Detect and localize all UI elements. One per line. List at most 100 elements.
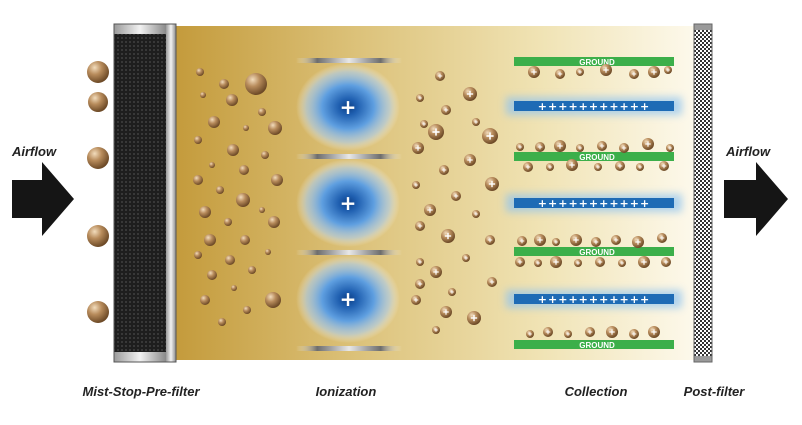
- particle-icon: [239, 165, 249, 175]
- particle-icon: [199, 206, 211, 218]
- charged-particle-icon: [615, 161, 625, 171]
- ground-plate: GROUND: [514, 247, 674, 257]
- charged-particle-icon: [463, 87, 477, 101]
- particle-icon: [224, 218, 232, 226]
- charged-particle-icon: [435, 71, 445, 81]
- charged-particle-icon: [629, 69, 639, 79]
- charged-particle-icon: [467, 311, 481, 325]
- charged-particle-icon: [515, 257, 525, 267]
- particle-icon: [258, 108, 266, 116]
- charged-particle-icon: [415, 279, 425, 289]
- charged-particle-icon: [485, 235, 495, 245]
- charged-particle-icon: [659, 161, 669, 171]
- charged-particle-icon: [629, 329, 639, 339]
- ionization-label: Ionization: [316, 384, 377, 399]
- charged-particle-icon: [439, 165, 449, 175]
- particle-icon: [245, 73, 267, 95]
- charged-particle-icon: [554, 140, 566, 152]
- particle-icon: [226, 94, 238, 106]
- charged-particle-icon: [462, 254, 470, 262]
- charged-particle-icon: [487, 277, 497, 287]
- collection-label: Collection: [565, 384, 628, 399]
- particle-icon: [271, 174, 283, 186]
- charged-particle-icon: [482, 128, 498, 144]
- particle-icon: [259, 207, 265, 213]
- particle-icon: [231, 285, 237, 291]
- particle-icon: [87, 61, 109, 83]
- postfilter-label: Post-filter: [684, 384, 746, 399]
- prefilter-label: Mist-Stop-Pre-filter: [83, 384, 201, 399]
- charged-particle-icon: [576, 68, 584, 76]
- charged-particle-icon: [619, 143, 629, 153]
- charged-particle-icon: [424, 204, 436, 216]
- charged-particle-icon: [428, 124, 444, 140]
- charged-particle-icon: [664, 66, 672, 74]
- charged-particle-icon: [464, 154, 476, 166]
- particle-icon: [265, 292, 281, 308]
- charged-particle-icon: [485, 177, 499, 191]
- ion-fields: + + +: [296, 63, 400, 343]
- airflow-out-label: Airflow: [725, 144, 771, 159]
- particles: [87, 61, 674, 339]
- charged-particle-icon: [648, 66, 660, 78]
- particle-icon: [194, 136, 202, 144]
- charged-particle-icon: [412, 181, 420, 189]
- particle-icon: [236, 193, 250, 207]
- charged-particle-icon: [535, 142, 545, 152]
- charged-particle-icon: [412, 142, 424, 154]
- ion-symbol: +: [340, 95, 357, 119]
- charged-particle-icon: [528, 66, 540, 78]
- charged-particle-icon: [448, 288, 456, 296]
- charged-particle-icon: [636, 163, 644, 171]
- particle-icon: [218, 318, 226, 326]
- charged-particle-icon: [600, 64, 612, 76]
- particle-icon: [265, 249, 271, 255]
- charged-particle-icon: [648, 326, 660, 338]
- charged-particle-icon: [411, 295, 421, 305]
- charged-plate: +++++++++++: [506, 290, 682, 308]
- particle-icon: [200, 92, 206, 98]
- charged-particle-icon: [591, 237, 601, 247]
- particle-icon: [208, 116, 220, 128]
- particle-icon: [219, 79, 229, 89]
- particle-icon: [193, 175, 203, 185]
- ground-plate: GROUND: [514, 152, 674, 162]
- particle-icon: [243, 306, 251, 314]
- charged-particle-icon: [432, 326, 440, 334]
- charged-particle-icon: [632, 236, 644, 248]
- particle-icon: [225, 255, 235, 265]
- ground-label: GROUND: [579, 248, 615, 257]
- charged-particle-icon: [523, 162, 533, 172]
- ion-field-icon: +: [296, 63, 400, 151]
- charged-particle-icon: [618, 259, 626, 267]
- ground-label: GROUND: [579, 153, 615, 162]
- charged-particle-icon: [451, 191, 461, 201]
- charged-particle-icon: [661, 257, 671, 267]
- charged-particle-icon: [472, 118, 480, 126]
- particle-icon: [261, 151, 269, 159]
- ionization-electrodes: [296, 58, 402, 351]
- charged-particle-icon: [441, 105, 451, 115]
- particle-icon: [248, 266, 256, 274]
- particle-icon: [240, 235, 250, 245]
- charged-particle-icon: [594, 163, 602, 171]
- ground-plate: GROUND: [514, 57, 674, 67]
- charged-plate: +++++++++++: [506, 194, 682, 212]
- particle-icon: [216, 186, 224, 194]
- plus-label: +++++++++++: [538, 197, 650, 210]
- charged-particle-icon: [555, 69, 565, 79]
- collector-plates: GROUND GROUND GROUND GROUND +++++++++++ …: [506, 57, 682, 350]
- charged-particle-icon: [430, 266, 442, 278]
- charged-particle-icon: [416, 258, 424, 266]
- particle-icon: [87, 225, 109, 247]
- charged-particle-icon: [416, 94, 424, 102]
- particle-icon: [207, 270, 217, 280]
- charged-particle-icon: [550, 256, 562, 268]
- particle-icon: [88, 92, 108, 112]
- ion-field-icon: +: [296, 159, 400, 247]
- charged-particle-icon: [574, 259, 582, 267]
- plus-label: +++++++++++: [538, 100, 650, 113]
- charged-particle-icon: [440, 306, 452, 318]
- charged-particle-icon: [472, 210, 480, 218]
